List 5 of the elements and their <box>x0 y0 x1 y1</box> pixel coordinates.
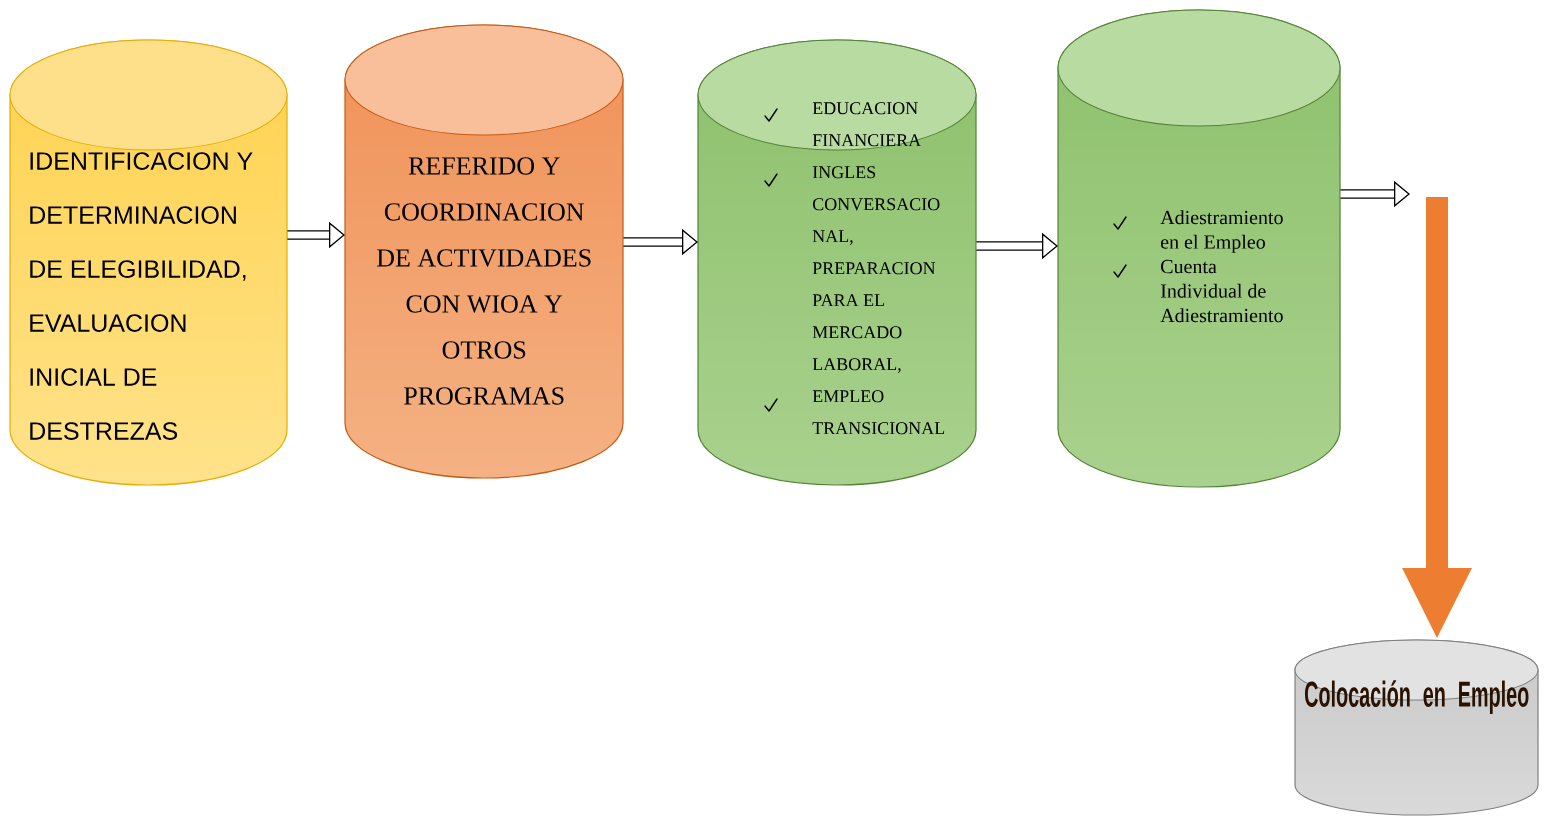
cylinder: REFERIDO Y COORDINACION DE ACTIVIDADES CON WIOA Y OTROS PROGRAMAS <box>344 24 624 479</box>
cylinder: IDENTIFICACION Y DETERMINACION DE ELEGIBILIDAD, EVALUACION INICIAL DE DESTREZAS <box>9 39 288 486</box>
cylinder: Adiestramiento en el Empleo Cuenta Individual de Adiestramiento <box>1057 9 1341 488</box>
cylinder: Colocación en Empleo <box>1294 639 1539 816</box>
cylinder: EDUCACION FINANCIERA INGLES CONVERSACIO NAL, PREPARACION PARA EL MERCADO LABORAL, EMPLEO TRANSICIONAL <box>697 39 977 486</box>
